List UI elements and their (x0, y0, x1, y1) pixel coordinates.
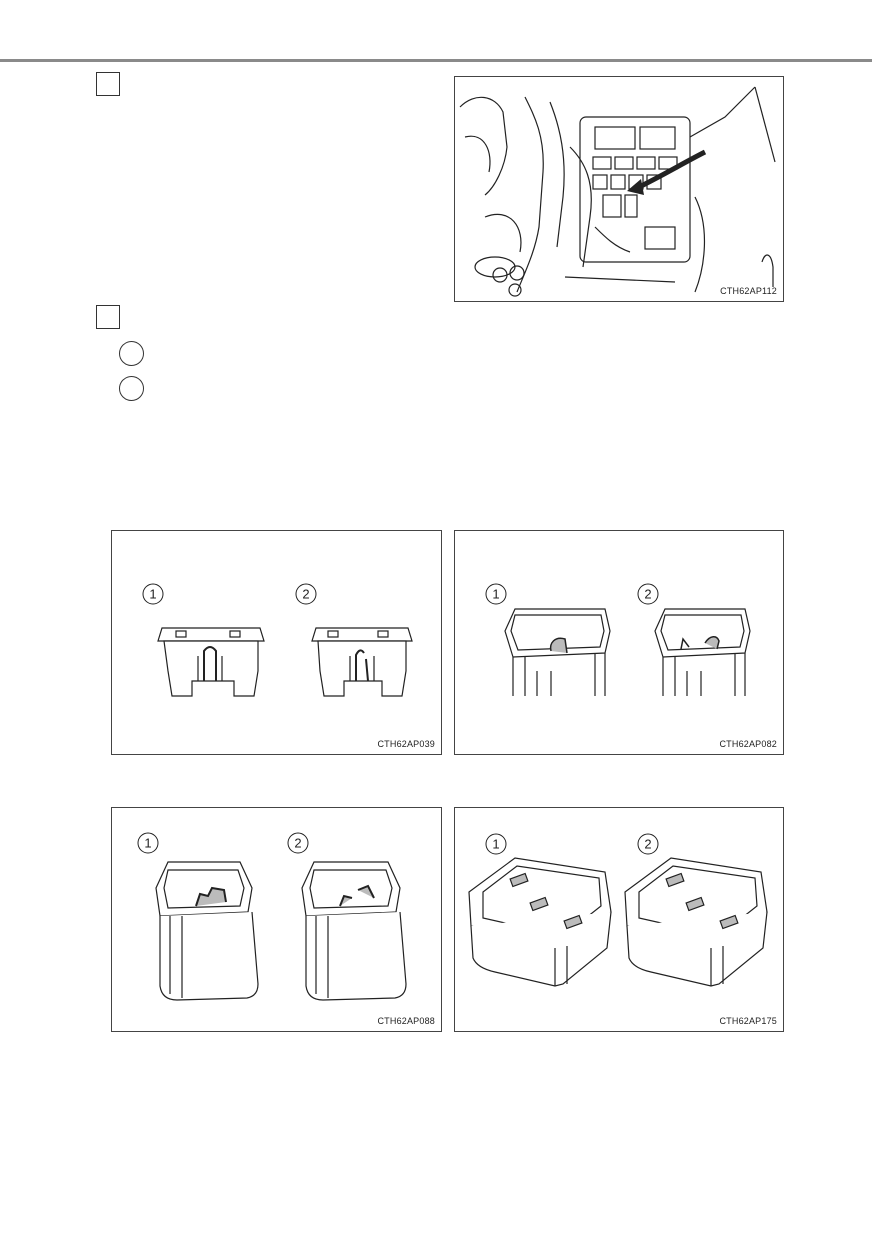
substep-2-circle (119, 376, 144, 401)
figure-code: CTH62AP175 (719, 1016, 777, 1026)
callout-1-circle (137, 832, 159, 854)
fuse-good-icon (504, 608, 611, 696)
cartridge-fuse-large-figure: 1 2 CTH62AP088 (111, 807, 442, 1032)
figure-code: CTH62AP082 (719, 739, 777, 749)
figure-code: CTH62AP112 (720, 286, 777, 296)
cartridge-fuse-small-illustration: 1 2 (485, 583, 751, 696)
fuse-blown-icon (311, 627, 413, 697)
callout-2-label: 2 (302, 587, 309, 602)
callout-2-label: 2 (644, 587, 651, 602)
block-fuse-illustration: 1 2 (468, 833, 768, 987)
callout-1-label: 1 (492, 837, 499, 852)
cartridge-fuse-large-illustration: 1 2 (137, 832, 407, 1001)
fuse-good-icon (157, 627, 265, 697)
callout-2-circle (637, 583, 659, 605)
fuse-blown-icon (624, 857, 768, 987)
callout-1-circle (142, 583, 164, 605)
figure-code: CTH62AP039 (377, 739, 435, 749)
callout-1-label: 1 (149, 587, 156, 602)
callout-2-circle (287, 832, 309, 854)
figure-code: CTH62AP088 (377, 1016, 435, 1026)
mini-fuse-illustration: 1 2 (142, 583, 413, 697)
cartridge-fuse-small-figure: 1 2 CTH62AP082 (454, 530, 784, 755)
mini-fuse-figure: 1 2 CTH62AP039 (111, 530, 442, 755)
step-1-box (96, 72, 120, 96)
callout-1-circle (485, 833, 507, 855)
fuse-blown-icon (654, 608, 751, 696)
callout-2-circle (295, 583, 317, 605)
engine-bay-illustration (459, 86, 776, 297)
fuse-good-icon (155, 861, 259, 1001)
callout-2-circle (637, 833, 659, 855)
substep-1-circle (119, 341, 144, 366)
header-rule (0, 59, 872, 62)
fuse-blown-icon (301, 861, 407, 1001)
callout-1-label: 1 (492, 587, 499, 602)
step-2-box (96, 305, 120, 329)
fuse-good-icon (468, 857, 612, 987)
callout-1-circle (485, 583, 507, 605)
callout-2-label: 2 (644, 837, 651, 852)
block-fuse-figure: 1 2 CTH62AP175 (454, 807, 784, 1032)
callout-2-label: 2 (294, 836, 301, 851)
engine-bay-figure: CTH62AP112 (454, 76, 784, 302)
callout-1-label: 1 (144, 836, 151, 851)
